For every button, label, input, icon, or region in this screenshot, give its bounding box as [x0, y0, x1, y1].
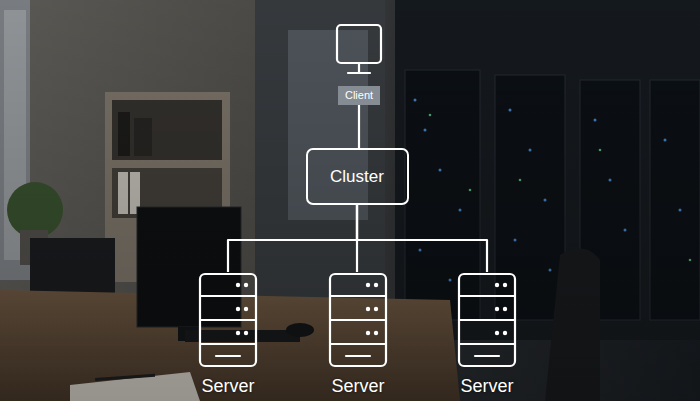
server-node: Server [188, 272, 268, 398]
client-label: Client [345, 89, 373, 102]
server-label: Server [201, 375, 254, 397]
server-icon [198, 272, 258, 368]
server-label: Server [460, 375, 513, 397]
server-icon [328, 272, 388, 368]
connector-line [228, 205, 357, 272]
client-node: Client [330, 22, 388, 105]
cluster-box: Cluster [306, 148, 409, 205]
server-node: Server [447, 272, 527, 398]
connector-line [357, 205, 487, 272]
server-node: Server [318, 272, 398, 398]
server-label: Server [331, 375, 384, 397]
cluster-label: Cluster [330, 167, 384, 187]
connector-line [358, 105, 360, 148]
server-icon [457, 272, 517, 368]
client-label-box: Client [338, 86, 380, 105]
monitor-icon [332, 22, 386, 80]
